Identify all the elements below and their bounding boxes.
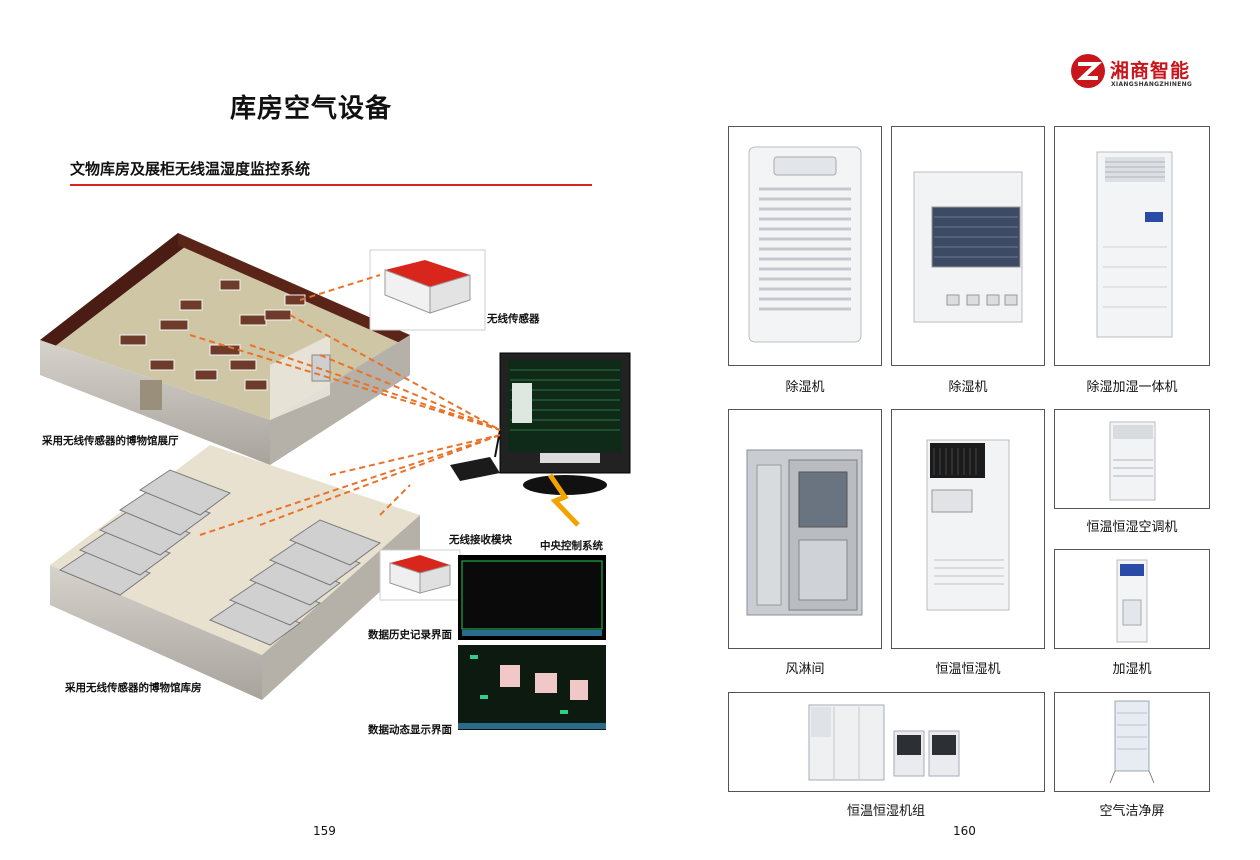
product-frame-dehumidifier-1 <box>728 126 882 366</box>
product-frame-dehumidifier-2 <box>891 126 1045 366</box>
constant-temp-ac-icon <box>1109 421 1156 501</box>
product-frame-dehumidifier-humidifier <box>1054 126 1210 366</box>
history-screen <box>458 555 606 640</box>
signal-lines <box>189 274 501 536</box>
product-caption: 风淋间 <box>785 662 825 677</box>
label-central-control: 中央控制系统 <box>540 540 603 552</box>
product-caption: 恒温恒湿机 <box>935 662 1001 677</box>
storage-sensor-photo <box>379 549 461 601</box>
humidifier-icon <box>1116 559 1148 643</box>
central-monitor <box>499 352 631 527</box>
unit-set-icon <box>808 704 960 781</box>
wireless-sensor-photo <box>369 249 486 331</box>
section-subtitle: 文物库房及展柜无线温湿度监控系统 <box>70 160 311 178</box>
page-number-left: 159 <box>313 824 336 838</box>
product-caption: 除湿机 <box>785 380 825 395</box>
product-caption: 恒温恒湿空调机 <box>1086 520 1178 535</box>
constant-temp-humidity-icon <box>926 439 1010 611</box>
monitoring-system-illustration <box>40 233 631 730</box>
product-caption: 空气洁净屏 <box>1099 804 1165 819</box>
product-caption: 除湿机 <box>948 380 988 395</box>
dehumidifier-icon <box>913 171 1023 323</box>
exhibition-hall-model <box>40 233 410 465</box>
air-shower-icon <box>746 449 863 616</box>
label-dynamic-screen: 数据动态显示界面 <box>368 724 452 736</box>
product-frame-unit-set <box>728 692 1045 792</box>
company-logo-icon <box>1071 54 1105 88</box>
label-receiver-module: 无线接收模块 <box>449 534 512 546</box>
page-title: 库房空气设备 <box>230 94 393 124</box>
air-purification-screen-icon <box>1109 700 1155 784</box>
dehumidifier-humidifier-icon <box>1096 151 1173 338</box>
product-frame-air-shower <box>728 409 882 649</box>
company-logo-sub: XIANGSHANGZHINENG <box>1111 81 1193 88</box>
dynamic-screen <box>458 645 606 730</box>
company-logo-name: 湘商智能 <box>1110 60 1191 82</box>
label-history-screen: 数据历史记录界面 <box>368 629 452 641</box>
page-number-right: 160 <box>953 824 976 838</box>
product-frame-air-purification-screen <box>1054 692 1210 792</box>
product-frame-constant-temp-ac <box>1054 409 1210 509</box>
product-caption: 恒温恒湿机组 <box>846 804 925 819</box>
dehumidifier-icon <box>748 146 862 343</box>
label-storage-room: 采用无线传感器的博物馆库房 <box>65 682 202 694</box>
title-divider <box>70 184 592 186</box>
receiver-module <box>450 429 501 481</box>
product-frame-constant-temp-humidity <box>891 409 1045 649</box>
label-exhibition-hall: 采用无线传感器的博物馆展厅 <box>42 435 179 447</box>
product-caption: 除湿加湿一体机 <box>1086 380 1178 395</box>
storage-room-model <box>50 445 420 700</box>
product-caption: 加湿机 <box>1112 662 1152 677</box>
label-wireless-sensor: 无线传感器 <box>487 313 540 325</box>
product-frame-humidifier <box>1054 549 1210 649</box>
